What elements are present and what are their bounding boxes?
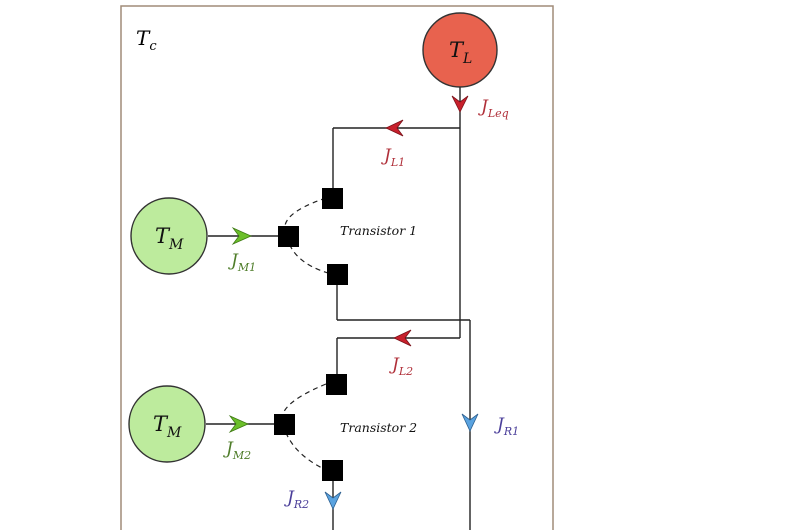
tm1-label: TM <box>155 224 184 253</box>
frame-label: Tc <box>136 26 157 54</box>
tl-circle <box>422 12 498 88</box>
tl-label: TL <box>449 38 472 67</box>
jm1-label: JM1 <box>228 251 256 274</box>
tm2-label: TM <box>153 412 182 441</box>
reservoir-tm1: TM <box>130 197 208 275</box>
jr1-arrow-icon <box>461 413 479 432</box>
reservoir-tl: TL <box>422 12 498 88</box>
transistor-terminals <box>274 188 348 481</box>
t2-emitter-terminal <box>322 460 343 481</box>
jm2-label: JM2 <box>223 439 251 462</box>
t1-collector-terminal <box>322 188 343 209</box>
jleq-arrow-icon <box>451 95 469 113</box>
temperature-frame <box>120 5 554 530</box>
jm2-arrow-icon <box>228 415 249 433</box>
t1-base-terminal <box>278 226 299 247</box>
jl2-arrow-icon <box>393 329 412 347</box>
jm1-arrow-icon <box>231 227 252 245</box>
t2-base-terminal <box>274 414 295 435</box>
reservoir-tm2: TM <box>128 385 206 463</box>
jl2-label: JL2 <box>389 355 413 378</box>
tm1-circle <box>130 197 208 275</box>
t2-collector-terminal <box>326 374 347 395</box>
jr2-arrow-icon <box>324 491 342 510</box>
transistor-2-label: Transistor 2 <box>340 420 417 435</box>
jr2-label: JR2 <box>284 488 309 511</box>
jleq-label: JLeq <box>478 97 509 120</box>
t1-emitter-terminal <box>327 264 348 285</box>
transistor-1-label: Transistor 1 <box>340 223 417 238</box>
jr1-label: JR1 <box>494 415 519 438</box>
tm2-circle <box>128 385 206 463</box>
jl1-label: JL1 <box>381 146 405 169</box>
jl1-arrow-icon <box>385 119 404 137</box>
